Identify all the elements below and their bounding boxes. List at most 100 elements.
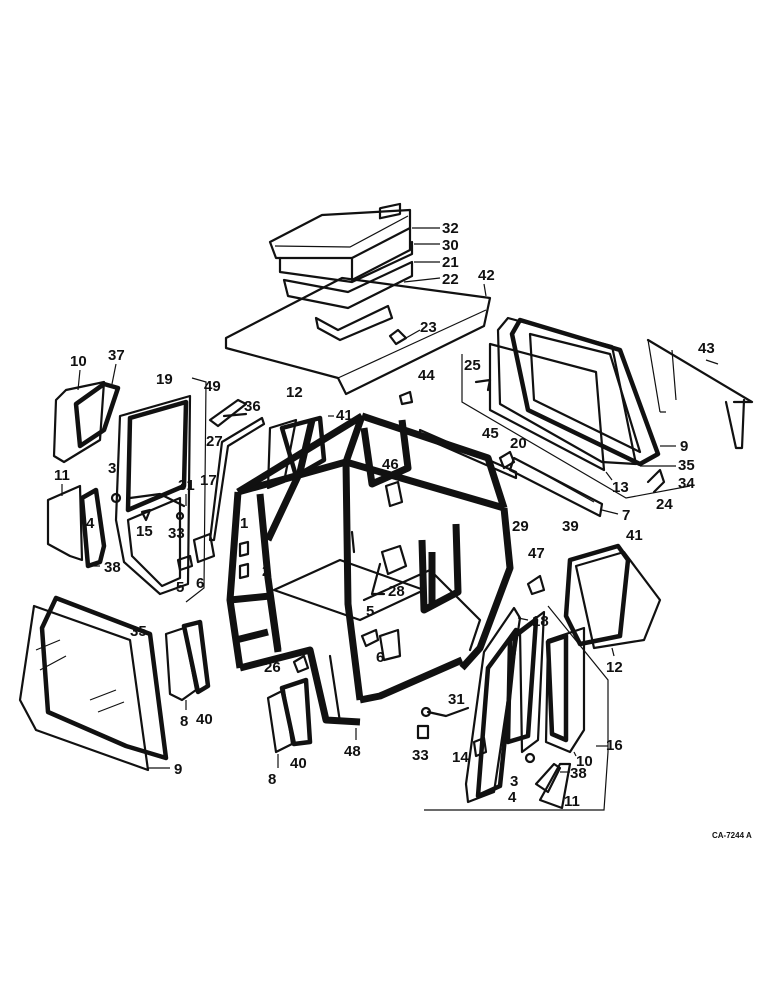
door-frame-18-outer [464,606,522,804]
label-20: 20 [510,435,527,452]
rear-seal-35 [509,317,661,467]
windshield-assembly [18,595,170,772]
label-31-left: 31 [178,477,195,494]
latch-3b [524,752,536,764]
rear-glass-9 [496,316,638,466]
bracket-28 [380,544,408,576]
label-15: 15 [136,523,153,540]
block-14 [472,736,488,758]
label-8-left: 8 [180,713,188,730]
label-27: 27 [206,433,223,450]
label-17: 17 [200,472,217,489]
glass-12a [266,418,298,490]
frame-top-left [236,413,364,495]
door-frame-18-right [518,610,546,754]
leader-18 [517,617,529,621]
door-frame-18-window [505,617,539,745]
label-41-upper: 41 [336,407,353,424]
right-quarter-window [526,543,662,657]
glass-10b [544,626,586,754]
bracket-45 [498,450,516,470]
roof-liner-30 [278,240,414,284]
label-48: 48 [344,743,361,760]
door-frame-19-inner [125,399,189,513]
handle-31b [426,706,470,718]
label-31-right: 31 [448,691,465,708]
frame-bottom-right [359,656,464,704]
glass-11-lower [46,484,84,562]
rear-inner-frame [528,332,642,454]
label-44: 44 [418,367,435,384]
bracket-44 [398,390,414,406]
label-1: 1 [240,515,248,532]
door-frame-19 [114,394,192,596]
leader-22 [403,277,441,283]
clip-26 [292,654,310,674]
left-hardware [176,398,266,580]
label-8-lower: 8 [268,771,276,788]
label-22: 22 [442,271,459,288]
label-32: 32 [442,220,459,237]
label-35-rear: 35 [678,457,695,474]
label-9-front: 9 [174,761,182,778]
block-5b [360,628,380,648]
label-42: 42 [478,267,495,284]
label-24: 24 [656,496,673,513]
door-edge-17 [185,377,207,603]
hinge-49-pin [222,412,248,418]
label-14: 14 [452,749,469,766]
pin-33b [416,724,430,740]
frame-rod [350,530,356,554]
leader-42 [483,283,487,297]
label-3-left: 3 [108,460,116,477]
label-6-left: 6 [196,575,204,592]
rear-deflector-43-face [647,339,677,413]
leader-10b [573,751,577,757]
door-outline-16 [424,605,609,811]
leader-13 [605,471,613,481]
label-26: 26 [264,659,281,676]
handle-31 [128,492,186,508]
frame-side-panel [362,568,482,652]
label-37: 37 [108,347,125,364]
frame-lower-left [229,592,282,653]
leader-23 [405,329,421,339]
rear-hinge-25 [474,378,492,392]
label-38-right: 38 [570,765,587,782]
seal-39-inner [521,461,595,503]
label-47: 47 [528,545,545,562]
bracket-28-tab [370,562,386,596]
glass-12b [574,550,662,650]
label-46: 46 [382,456,399,473]
door-frame-19-lower [126,496,182,588]
label-49: 49 [204,378,221,395]
label-12-upper: 12 [286,384,303,401]
label-4-left: 4 [86,515,95,532]
label-19: 19 [156,371,173,388]
label-9-rear: 9 [680,438,688,455]
bracket-23 [388,328,408,346]
windshield-seal-35 [39,595,169,761]
bracket-6a [192,532,216,564]
label-5-right: 5 [366,603,374,620]
label-30: 30 [442,237,459,254]
leader-10a [77,369,81,391]
rear-deflector-43-post [724,398,746,450]
headliner-42-bottom [337,309,487,379]
stud-15 [140,508,152,522]
label-12-right: 12 [606,659,623,676]
seal-40b [279,677,313,747]
label-40-left: 40 [196,711,213,728]
roof-assembly [224,202,492,396]
seal-38 [79,487,107,569]
leader-7 [601,509,619,515]
headliner-42 [224,276,492,396]
frame-right-window [418,523,462,614]
label-43: 43 [698,340,715,357]
roof-cover-32-front [350,226,412,282]
block-5a [176,554,194,572]
frame-rear-window [360,419,412,488]
label-36: 36 [244,398,261,415]
label-23: 23 [420,319,437,336]
